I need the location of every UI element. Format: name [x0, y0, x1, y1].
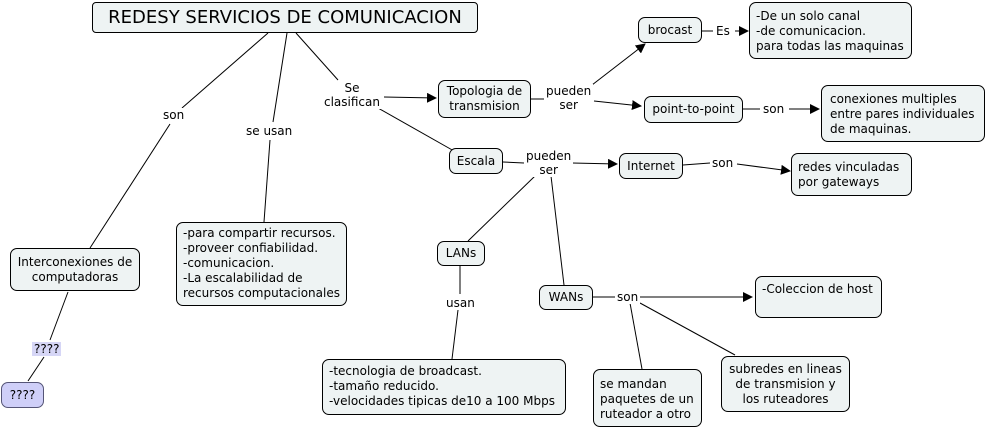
brocast-desc-node[interactable]: -De un solo canal -de comunicacion. para…: [749, 2, 912, 59]
interconexiones-node[interactable]: Interconexiones de computadoras: [10, 248, 140, 291]
label-son-wans: son: [615, 290, 641, 304]
label-son-p2p: son: [761, 102, 787, 116]
paquetes-node[interactable]: se mandan paquetes de un ruteador a otro: [593, 369, 702, 427]
internet-node[interactable]: Internet: [619, 153, 683, 179]
subredes-node[interactable]: subredes en lineas de transmision y los …: [721, 356, 850, 412]
internet-desc-node[interactable]: redes vinculadas por gateways: [791, 153, 912, 196]
label-pueden-ser-topologia: pueden ser: [544, 84, 594, 112]
escala-node[interactable]: Escala: [449, 148, 503, 174]
lans-desc-node[interactable]: -tecnologia de broadcast. -tamaño reduci…: [322, 359, 566, 415]
label-son-internet: son: [710, 156, 736, 170]
topologia-node[interactable]: Topologia de transmision: [438, 80, 531, 118]
usos-node[interactable]: -para compartir recursos. -proveer confi…: [176, 222, 347, 306]
lans-node[interactable]: LANs: [437, 241, 485, 266]
label-es: Es: [714, 24, 732, 38]
main-title-node[interactable]: REDESY SERVICIOS DE COMUNICACION: [92, 2, 478, 33]
unknown-node[interactable]: ????: [1, 382, 44, 408]
host-node[interactable]: -Coleccion de host: [755, 276, 882, 318]
point-to-point-desc-node[interactable]: conexiones multiples entre pares individ…: [821, 85, 985, 142]
label-unknown-link: ????: [32, 342, 62, 356]
brocast-node[interactable]: brocast: [638, 17, 702, 43]
label-se-usan: se usan: [244, 124, 295, 138]
label-se-clasifican: Se clasifican: [322, 81, 382, 109]
point-to-point-node[interactable]: point-to-point: [644, 96, 743, 123]
label-son-left: son: [161, 108, 187, 122]
label-usan: usan: [444, 296, 477, 310]
label-pueden-ser-escala: pueden ser: [524, 149, 574, 177]
wans-node[interactable]: WANs: [539, 285, 593, 310]
